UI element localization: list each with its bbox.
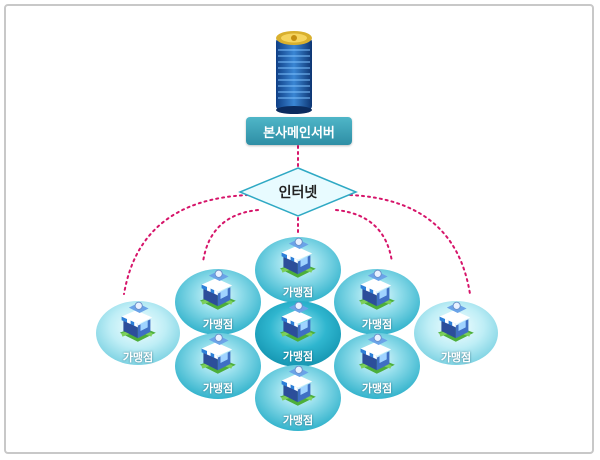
store-label-top-center: 가맹점 (282, 286, 314, 299)
connector-network-left-store (202, 209, 259, 263)
store-label-top-right: 가맹점 (361, 318, 393, 331)
store-label-bottom-left: 가맹점 (202, 382, 234, 395)
internet-label: 인터넷 (278, 185, 318, 201)
connector-lines (123, 145, 471, 295)
connector-network-right-store (335, 209, 393, 263)
store-node-top-left (175, 269, 261, 335)
office-tower-icon (276, 31, 312, 114)
store-label-center: 가맹점 (282, 350, 314, 363)
connector-network-far-left-store (123, 194, 249, 295)
store-label-bottom-center: 가맹점 (282, 414, 314, 427)
store-node-top-right (334, 269, 420, 335)
store-label-bottom-right: 가맹점 (361, 382, 393, 395)
internet-diamond-icon (238, 167, 358, 217)
store-node-bottom-left (175, 333, 261, 399)
hq-server-label: 본사메인서버 (246, 117, 352, 145)
store-node-far-right (414, 301, 498, 365)
store-node-center (255, 301, 341, 367)
store-label-top-left: 가맹점 (202, 318, 234, 331)
store-node-top-center (255, 237, 341, 303)
store-label-far-left: 가맹점 (122, 351, 154, 364)
store-node-bottom-center (255, 365, 341, 431)
store-label-far-right: 가맹점 (440, 351, 472, 364)
connector-network-far-right-store (349, 194, 471, 295)
store-node-bottom-right (334, 333, 420, 399)
store-node-far-left (96, 301, 180, 365)
